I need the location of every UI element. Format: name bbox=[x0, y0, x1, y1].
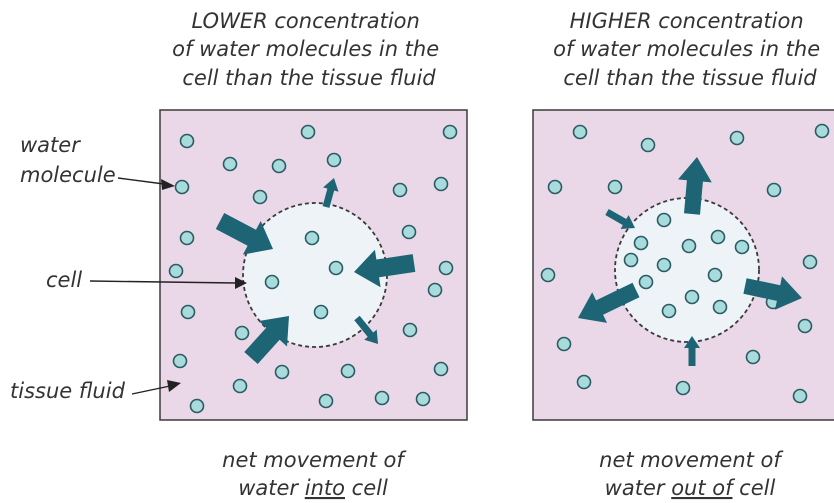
right-water-molecule bbox=[710, 229, 726, 245]
right-water-molecule bbox=[766, 182, 782, 198]
left-water-molecule bbox=[326, 152, 342, 168]
right-water-molecules bbox=[540, 123, 830, 404]
right-movement-arrow bbox=[678, 157, 712, 215]
left-water-molecule bbox=[438, 260, 454, 276]
left-panel: LOWER concentration of water molecules i… bbox=[159, 9, 468, 500]
tissue-fluid-label: tissue fluid bbox=[10, 379, 126, 403]
cell-label: cell bbox=[46, 268, 82, 292]
left-water-molecule bbox=[180, 304, 196, 320]
right-water-molecule bbox=[540, 267, 556, 283]
left-water-molecule bbox=[433, 176, 449, 192]
left-water-molecule bbox=[402, 322, 418, 338]
left-water-molecule bbox=[189, 398, 205, 414]
right-water-molecule bbox=[640, 137, 656, 153]
right-water-molecule bbox=[814, 123, 830, 139]
right-water-molecule bbox=[576, 374, 592, 390]
left-water-molecule bbox=[234, 325, 250, 341]
water-molecule-pointer-arrow bbox=[117, 177, 175, 190]
right-water-molecule bbox=[638, 274, 654, 290]
right-water-molecule bbox=[729, 130, 745, 146]
right-water-molecule bbox=[623, 252, 639, 268]
right-water-molecule bbox=[633, 235, 649, 251]
left-water-molecule bbox=[252, 189, 268, 205]
right-water-molecule bbox=[734, 239, 750, 255]
left-water-molecule bbox=[222, 156, 238, 172]
left-heading: LOWER concentration of water molecules i… bbox=[172, 9, 446, 90]
left-water-molecule bbox=[427, 282, 443, 298]
right-movement-arrow bbox=[684, 336, 700, 366]
side-labels: water molecule cell tissue fluid bbox=[10, 133, 247, 403]
right-water-molecule bbox=[656, 257, 672, 273]
left-water-molecule bbox=[274, 364, 290, 380]
left-water-molecule bbox=[264, 274, 280, 290]
left-water-molecule bbox=[401, 224, 417, 240]
right-water-molecule bbox=[707, 267, 723, 283]
left-water-molecule bbox=[304, 230, 320, 246]
right-footer-line2: water out of cell bbox=[605, 476, 776, 500]
left-water-molecule bbox=[179, 133, 195, 149]
left-water-molecule bbox=[168, 263, 184, 279]
right-water-molecule bbox=[661, 303, 677, 319]
left-water-molecule bbox=[374, 390, 390, 406]
right-movement-arrow bbox=[578, 282, 640, 323]
left-water-molecule bbox=[340, 363, 356, 379]
right-water-molecule bbox=[556, 336, 572, 352]
left-movement-arrow bbox=[244, 316, 289, 364]
left-movement-arrow bbox=[354, 249, 416, 288]
left-water-molecule bbox=[442, 124, 458, 140]
left-footer-line2: water into cell bbox=[238, 476, 388, 500]
right-water-molecule bbox=[572, 124, 588, 140]
left-water-molecules bbox=[168, 124, 458, 414]
right-movement-arrows bbox=[578, 157, 802, 366]
left-water-molecule bbox=[415, 391, 431, 407]
tissue-fluid-pointer-arrow bbox=[131, 380, 181, 395]
right-water-molecule bbox=[792, 388, 808, 404]
right-water-molecule bbox=[607, 179, 623, 195]
left-water-molecule bbox=[232, 378, 248, 394]
left-water-molecule bbox=[174, 179, 190, 195]
left-footer-line1: net movement of bbox=[222, 448, 407, 472]
right-water-molecule bbox=[684, 289, 700, 305]
left-water-molecule bbox=[271, 158, 287, 174]
right-water-molecule bbox=[712, 299, 728, 315]
right-water-molecule bbox=[745, 349, 761, 365]
right-water-molecule bbox=[797, 318, 813, 334]
left-water-molecule bbox=[392, 182, 408, 198]
right-water-molecule bbox=[675, 380, 691, 396]
left-water-molecule bbox=[433, 361, 449, 377]
right-movement-arrow bbox=[605, 209, 635, 229]
right-heading: HIGHER concentration of water molecules … bbox=[553, 9, 827, 90]
water-molecule-label: water molecule bbox=[20, 133, 116, 187]
right-movement-arrow bbox=[743, 276, 802, 310]
right-water-molecule bbox=[547, 179, 563, 195]
right-panel: HIGHER concentration of water molecules … bbox=[532, 9, 834, 500]
left-water-molecule bbox=[318, 393, 334, 409]
right-footer-line1: net movement of bbox=[599, 448, 784, 472]
left-movement-arrow bbox=[354, 315, 378, 344]
left-water-molecule bbox=[313, 304, 329, 320]
left-movement-arrow bbox=[215, 213, 273, 255]
left-water-molecule bbox=[179, 230, 195, 246]
left-movement-arrow bbox=[322, 178, 339, 208]
right-water-molecule bbox=[802, 254, 818, 270]
left-movement-arrows bbox=[215, 178, 416, 364]
left-water-molecule bbox=[328, 260, 344, 276]
right-water-molecule bbox=[656, 212, 672, 228]
cell-pointer-arrow bbox=[89, 277, 247, 289]
right-cell bbox=[614, 197, 760, 343]
right-water-molecule bbox=[681, 238, 697, 254]
left-water-molecule bbox=[172, 353, 188, 369]
left-water-molecule bbox=[300, 124, 316, 140]
